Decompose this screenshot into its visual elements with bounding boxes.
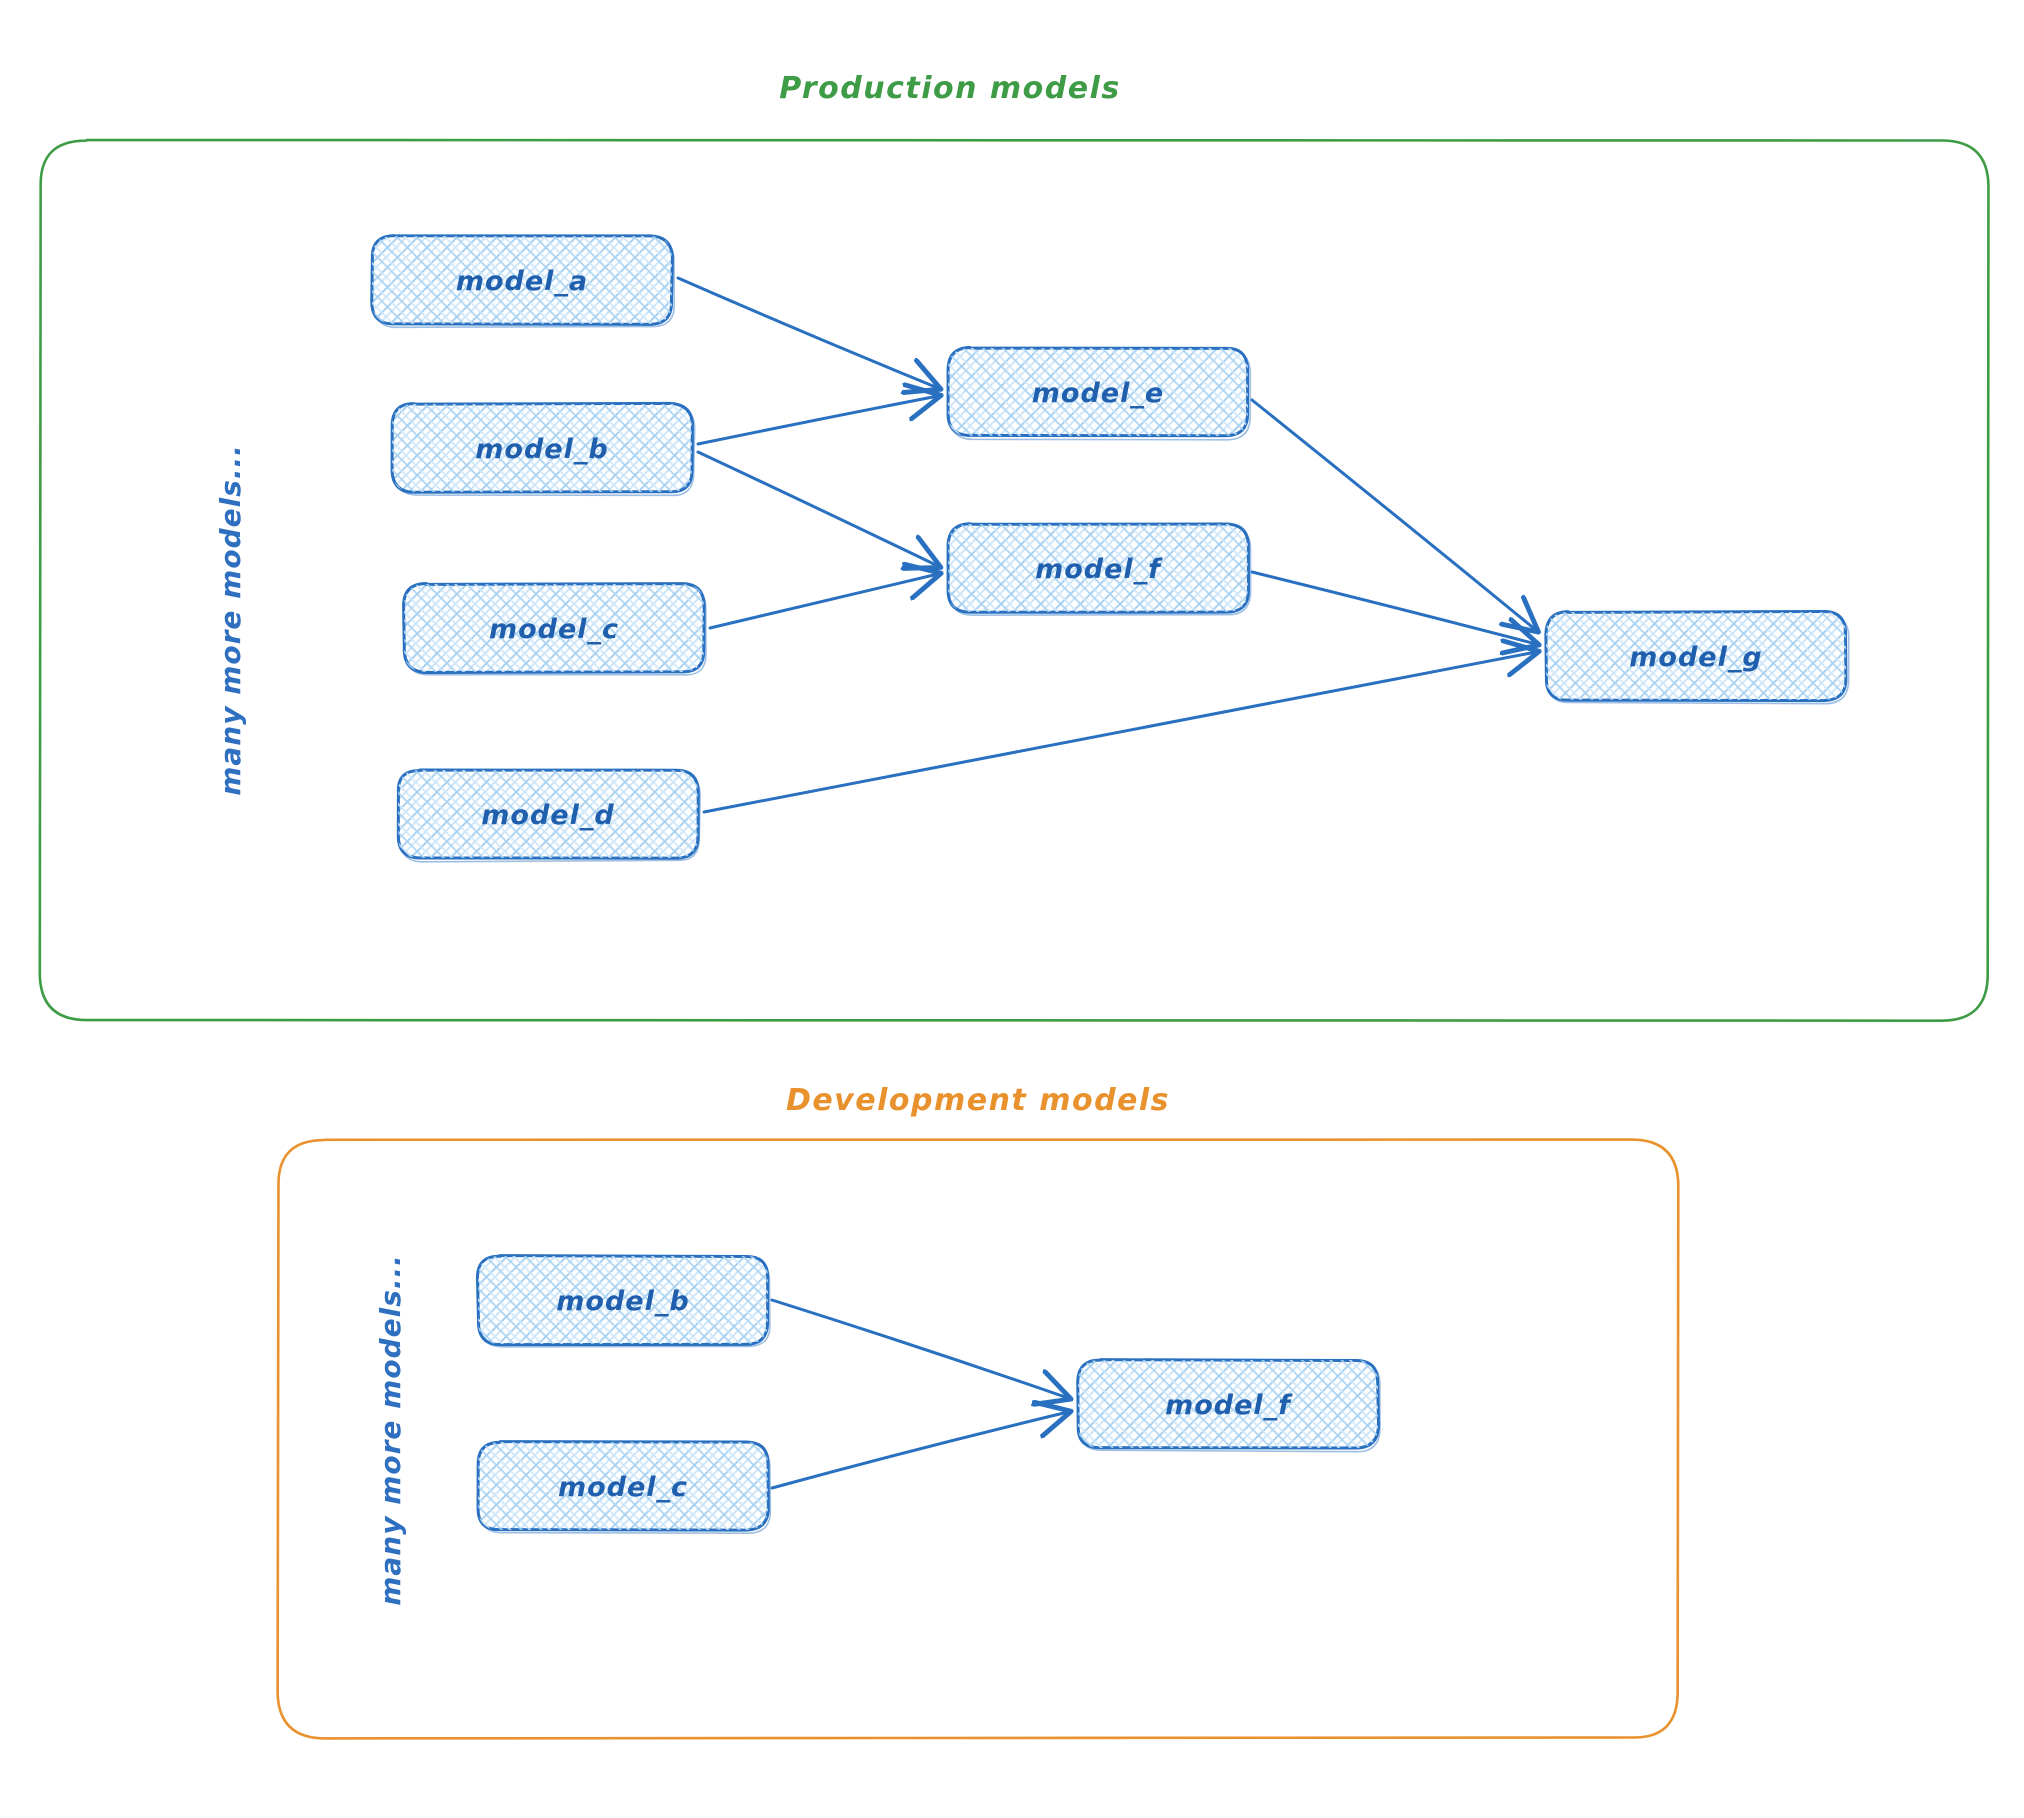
node-prod_model_c[interactable]: model_c [404, 583, 706, 674]
side-label-development: many more models... [374, 1254, 407, 1606]
node-prod_model_g[interactable]: model_g [1546, 612, 1849, 704]
node-label: model_a [456, 266, 588, 297]
edge-d-g [704, 652, 1536, 812]
edge-devc-devf [772, 1412, 1068, 1488]
node-dev_model_c[interactable]: model_c [478, 1442, 770, 1534]
node-label: model_g [1629, 642, 1762, 673]
group-title-development: Development models [786, 1083, 1170, 1118]
edge-c-f [710, 574, 938, 628]
edge-f-g [1252, 572, 1536, 644]
edge-a-e [678, 278, 938, 388]
edge-devb-devf [772, 1300, 1068, 1398]
node-prod_model_e[interactable]: model_e [948, 347, 1250, 439]
node-label: model_e [1032, 378, 1164, 409]
nodes-layer: model_a model_b model_c model_d model_emodel… [372, 236, 1849, 1534]
node-label: model_b [556, 1286, 689, 1317]
side-label-production: many more models... [214, 444, 247, 796]
node-prod_model_b[interactable]: model_b [392, 403, 695, 495]
node-label: model_c [489, 614, 619, 645]
node-label: model_f [1035, 554, 1163, 585]
group-frame-development [278, 1140, 1679, 1739]
edge-b-f [698, 452, 938, 566]
node-label: model_c [558, 1472, 688, 1503]
node-prod_model_f[interactable]: model_f [948, 524, 1251, 615]
edges-layer [678, 278, 1536, 1488]
node-label: model_d [481, 800, 614, 831]
node-prod_model_d[interactable]: model_d [398, 770, 700, 862]
node-dev_model_b[interactable]: model_b [477, 1256, 769, 1347]
node-label: model_f [1165, 1390, 1293, 1421]
node-prod_model_a[interactable]: model_a [372, 236, 674, 328]
edge-e-g [1252, 400, 1536, 630]
node-label: model_b [475, 434, 608, 465]
edge-b-e [698, 396, 938, 444]
group-title-production: Production models [779, 71, 1120, 106]
node-dev_model_f[interactable]: model_f [1078, 1360, 1380, 1452]
